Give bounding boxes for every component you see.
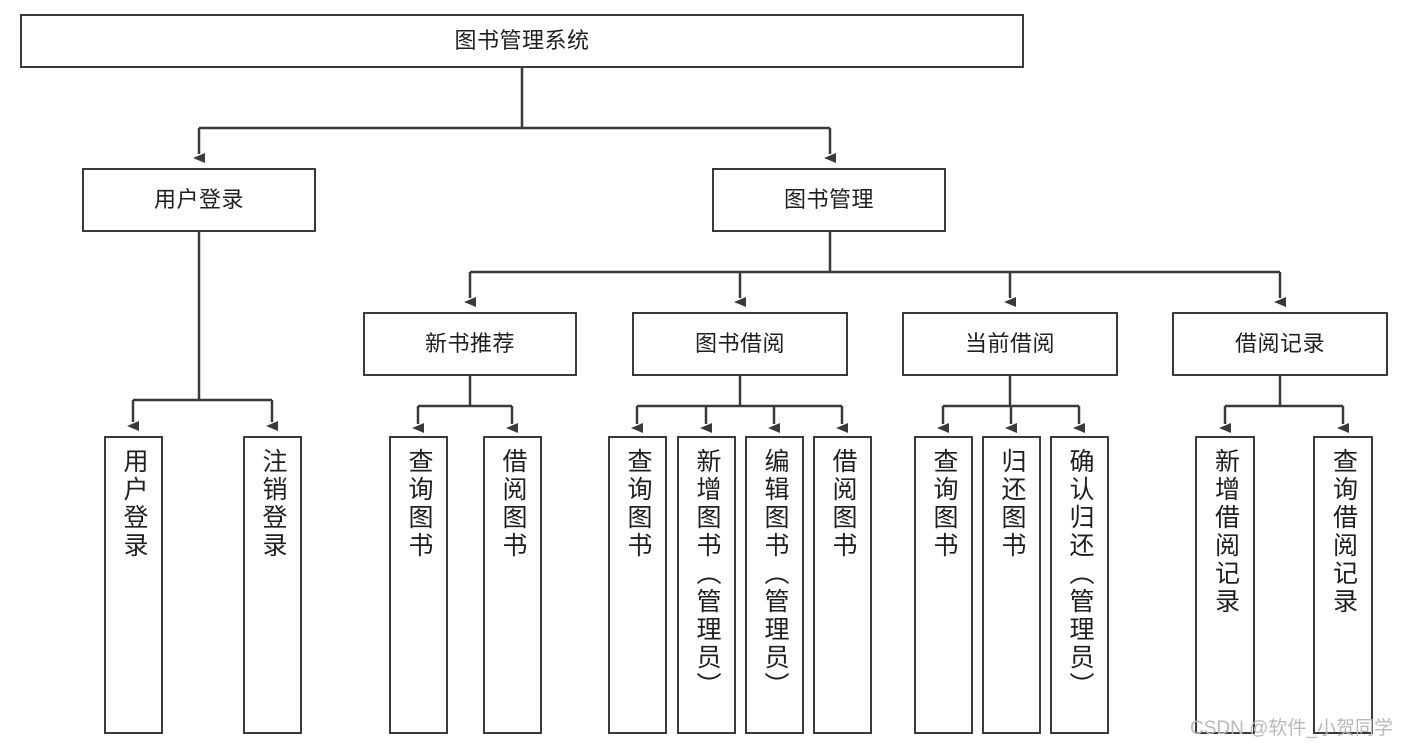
node-leaf-add-book[interactable]: 新增图书（管理员） <box>677 436 736 734</box>
node-leaf-logout-label: 注销登录 <box>259 448 287 560</box>
node-leaf-return-book-label: 归还图书 <box>998 448 1026 560</box>
node-leaf-borrow-book-2-label: 借阅图书 <box>829 448 857 560</box>
node-leaf-add-record-label: 新增借阅记录 <box>1211 448 1240 616</box>
node-current-borrow[interactable]: 当前借阅 <box>902 312 1118 376</box>
node-leaf-add-book-label: 新增图书（管理员） <box>693 448 721 700</box>
node-user-login-label: 用户登录 <box>153 186 244 212</box>
node-leaf-logout[interactable]: 注销登录 <box>243 436 302 734</box>
node-leaf-user-login-label: 用户登录 <box>120 448 148 560</box>
node-leaf-edit-book-label: 编辑图书（管理员） <box>761 448 789 700</box>
node-leaf-return-book[interactable]: 归还图书 <box>982 436 1041 734</box>
node-book-borrow[interactable]: 图书借阅 <box>632 312 848 376</box>
node-user-login[interactable]: 用户登录 <box>82 168 316 232</box>
node-borrow-record[interactable]: 借阅记录 <box>1172 312 1388 376</box>
node-root-label: 图书管理系统 <box>454 27 590 53</box>
node-leaf-borrow-book-2[interactable]: 借阅图书 <box>813 436 872 734</box>
node-leaf-query-book-3[interactable]: 查询图书 <box>914 436 973 734</box>
node-leaf-confirm-return-label: 确认归还（管理员） <box>1066 448 1094 700</box>
node-borrow-record-label: 借阅记录 <box>1234 330 1325 356</box>
watermark: CSDN @软件_小贺同学 <box>1190 718 1393 739</box>
node-book-manage-label: 图书管理 <box>783 186 874 212</box>
node-new-book-recommend-label: 新书推荐 <box>424 330 515 356</box>
node-leaf-query-book-2[interactable]: 查询图书 <box>608 436 667 734</box>
node-book-borrow-label: 图书借阅 <box>694 330 785 356</box>
node-leaf-add-record[interactable]: 新增借阅记录 <box>1195 436 1255 734</box>
node-book-manage[interactable]: 图书管理 <box>712 168 946 232</box>
node-new-book-recommend[interactable]: 新书推荐 <box>363 312 577 376</box>
node-leaf-confirm-return[interactable]: 确认归还（管理员） <box>1050 436 1109 734</box>
node-current-borrow-label: 当前借阅 <box>964 330 1055 356</box>
node-leaf-user-login[interactable]: 用户登录 <box>104 436 163 734</box>
node-leaf-query-book-3-label: 查询图书 <box>930 448 958 560</box>
node-leaf-query-record[interactable]: 查询借阅记录 <box>1313 436 1373 734</box>
node-leaf-borrow-book-1-label: 借阅图书 <box>499 448 527 560</box>
node-leaf-query-record-label: 查询借阅记录 <box>1329 448 1358 616</box>
node-leaf-query-book-1[interactable]: 查询图书 <box>389 436 448 734</box>
node-leaf-edit-book[interactable]: 编辑图书（管理员） <box>745 436 804 734</box>
node-leaf-query-book-2-label: 查询图书 <box>624 448 652 560</box>
node-leaf-borrow-book-1[interactable]: 借阅图书 <box>483 436 542 734</box>
node-leaf-query-book-1-label: 查询图书 <box>405 448 433 560</box>
node-root[interactable]: 图书管理系统 <box>20 14 1024 68</box>
